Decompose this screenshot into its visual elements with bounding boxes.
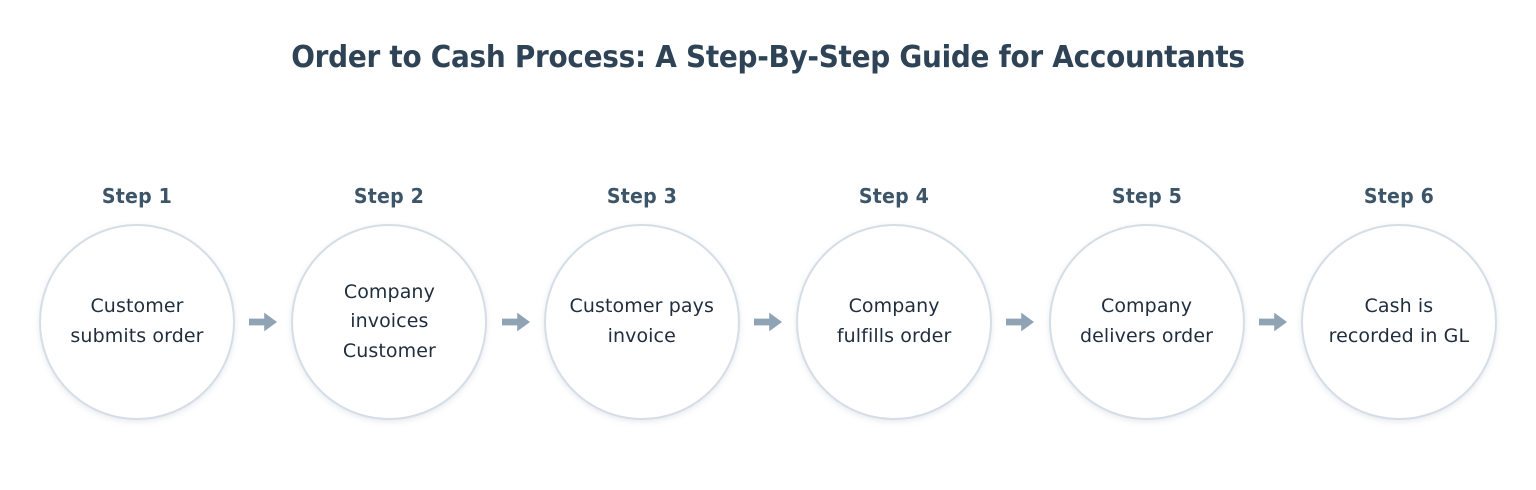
step-bubble-5[interactable]: Company delivers order	[1048, 224, 1245, 420]
step-bubble-6[interactable]: Cash is recorded in GL	[1300, 224, 1497, 420]
step-label-1: Step 1	[101, 184, 173, 208]
page-title: Order to Cash Process: A Step-By-Step Gu…	[291, 40, 1245, 75]
process-flow: Step 1 Customer submits order Step 2 Com…	[39, 186, 1497, 420]
step-label-4: Step 4	[859, 184, 930, 208]
step-label-2: Step 2	[354, 184, 425, 208]
process-step-2[interactable]: Step 2 Company invoices Customer	[291, 184, 488, 420]
process-step-6[interactable]: Step 6 Cash is recorded in GL	[1300, 184, 1497, 420]
arrow-right-icon	[501, 312, 530, 332]
step-text-6: Cash is recorded in GL	[1328, 295, 1470, 347]
step-bubble-1[interactable]: Customer submits order	[39, 224, 235, 420]
process-step-5[interactable]: Step 5 Company delivers order	[1048, 184, 1245, 420]
process-step-4[interactable]: Step 4 Company fulfills order	[796, 184, 993, 420]
step-label-3: Step 3	[606, 184, 677, 208]
flow-arrow-3	[753, 224, 782, 420]
step-text-2: Company invoices Customer	[342, 280, 436, 362]
step-text-4: Company fulfills order	[836, 295, 952, 347]
flow-arrow-2	[501, 224, 530, 420]
step-text-3: Customer pays invoice	[569, 295, 714, 347]
arrow-right-icon	[1258, 312, 1287, 332]
step-label-6: Step 6	[1363, 184, 1434, 208]
step-label-5: Step 5	[1111, 184, 1182, 208]
flow-arrow-1	[249, 224, 278, 420]
step-bubble-2[interactable]: Company invoices Customer	[291, 224, 488, 420]
process-step-3[interactable]: Step 3 Customer pays invoice	[543, 184, 740, 420]
arrow-right-icon	[753, 312, 782, 332]
flow-arrow-5	[1258, 224, 1287, 420]
step-text-1: Customer submits order	[70, 295, 204, 347]
arrow-right-icon	[1006, 312, 1035, 332]
arrow-right-icon	[249, 312, 278, 332]
flow-arrow-4	[1006, 224, 1035, 420]
process-step-1[interactable]: Step 1 Customer submits order	[39, 186, 235, 420]
step-bubble-3[interactable]: Customer pays invoice	[543, 224, 740, 420]
step-bubble-4[interactable]: Company fulfills order	[796, 224, 993, 420]
step-text-5: Company delivers order	[1079, 295, 1214, 347]
